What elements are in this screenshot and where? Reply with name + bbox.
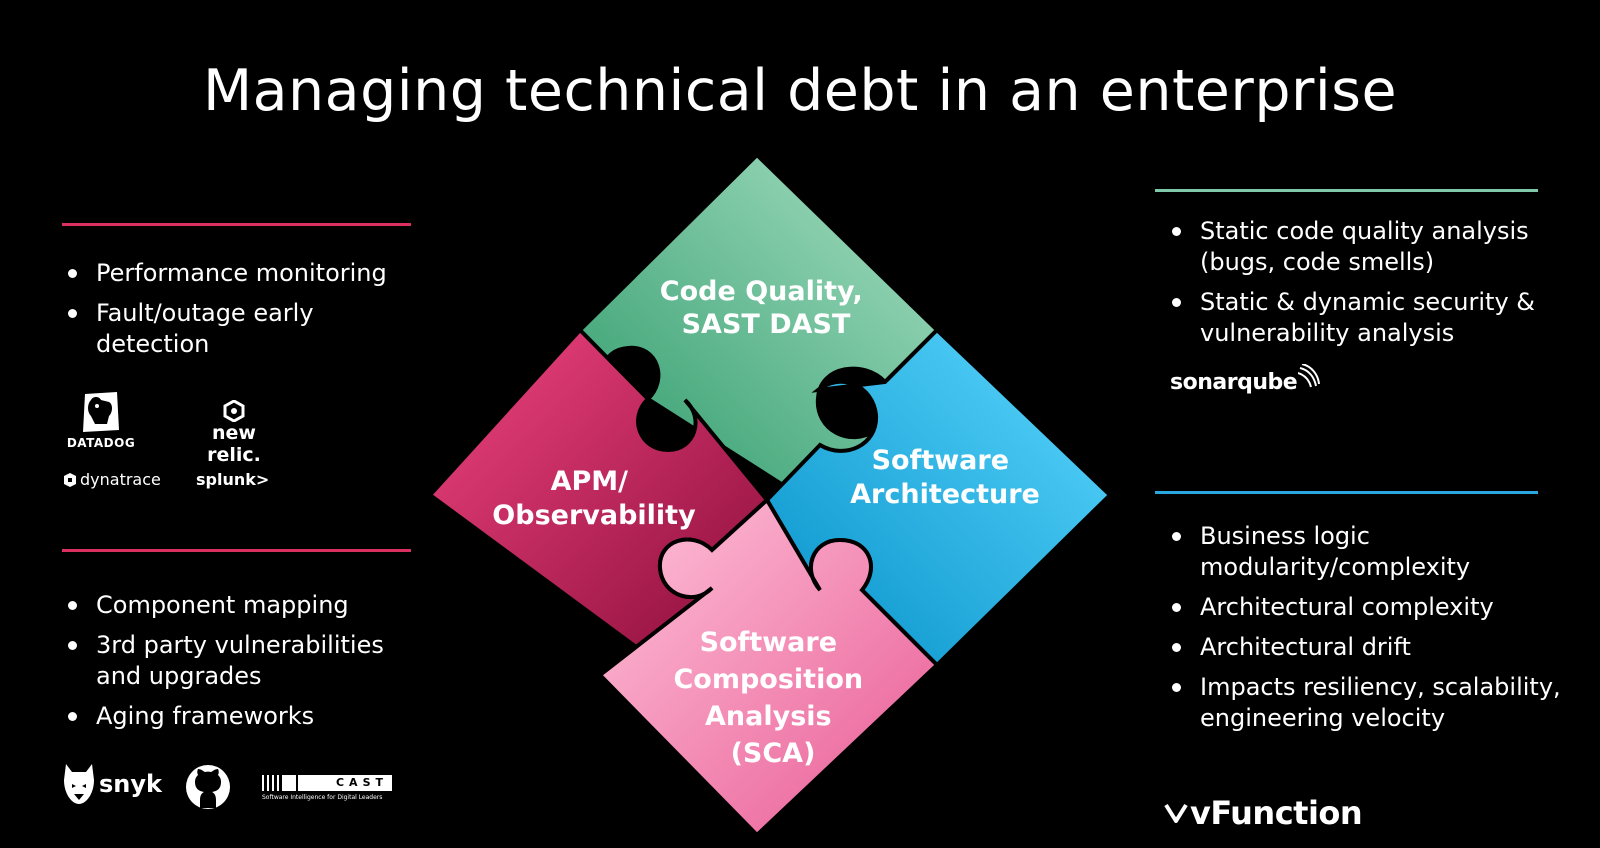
datadog-dog-icon: [83, 392, 119, 432]
bullet-static-code-quality: Static code quality analysis (bugs, code…: [1166, 216, 1566, 278]
left-bottom-rule: [62, 549, 411, 552]
bullet-architectural-drift: Architectural drift: [1166, 632, 1566, 663]
left-bottom-bullets: Component mapping 3rd party vulnerabilit…: [62, 590, 412, 741]
bullet-architectural-complexity: Architectural complexity: [1166, 592, 1566, 623]
left-top-bullets: Performance monitoring Fault/outage earl…: [62, 258, 412, 369]
bullet-fault-detection: Fault/outage early detection: [62, 298, 412, 360]
left-top-rule: [62, 223, 411, 226]
bullet-impacts-resiliency: Impacts resiliency, scalability, enginee…: [1166, 672, 1566, 734]
vfunction-logo: vFunction: [1164, 794, 1363, 832]
slide-title: Managing technical debt in an enterprise: [202, 58, 1398, 124]
sca-label-line2: Composition: [673, 664, 863, 695]
apm-label-line2: Observability: [492, 500, 696, 531]
bullet-3rd-party-vulnerabilities: 3rd party vulnerabilities and upgrades: [62, 630, 412, 692]
sca-label-line3: Analysis: [705, 701, 832, 732]
sca-label-line1: Software: [700, 627, 837, 658]
github-octocat-icon: [186, 765, 230, 809]
sca-piece: [596, 496, 940, 838]
snyk-logo-text: snyk: [99, 770, 162, 798]
new-relic-logo-text: new relic.: [207, 422, 261, 466]
right-bottom-rule: [1155, 491, 1538, 494]
datadog-logo-text: DATADOG: [66, 436, 136, 450]
dynatrace-icon: [64, 472, 76, 487]
splunk-logo-text: splunk>: [196, 470, 270, 489]
cast-logo: CAST Software Intelligence for Digital L…: [262, 774, 392, 801]
sonarqube-logo-text: sonarqube: [1170, 370, 1298, 395]
bullet-aging-frameworks: Aging frameworks: [62, 701, 412, 732]
software-architecture-label: Software Architecture: [850, 445, 1040, 510]
datadog-logo: DATADOG: [66, 390, 136, 450]
right-bottom-bullets: Business logic modularity/complexity Arc…: [1166, 521, 1566, 743]
apm-label: APM/ Observability: [492, 466, 696, 531]
bullet-business-logic: Business logic modularity/complexity: [1166, 521, 1566, 583]
new-relic-logo: new relic.: [184, 399, 284, 466]
software-architecture-label-line2: Architecture: [850, 479, 1040, 510]
dynatrace-logo-text: dynatrace: [80, 470, 161, 489]
code-quality-label-line2: SAST DAST: [682, 309, 851, 340]
snyk-dog-icon: [64, 764, 94, 804]
github-logo: [185, 764, 231, 814]
cast-logo-text: CAST: [298, 775, 392, 791]
right-top-rule: [1155, 189, 1538, 192]
bullet-security-analysis: Static & dynamic security & vulnerabilit…: [1166, 287, 1566, 349]
snyk-logo: snyk: [62, 762, 162, 806]
vfunction-logo-text: vFunction: [1190, 794, 1363, 832]
sca-label: Software Composition Analysis (SCA): [673, 627, 872, 769]
sonarqube-waves-icon: [1298, 364, 1321, 388]
code-quality-label-line1: Code Quality,: [660, 276, 863, 307]
dynatrace-logo: dynatrace: [62, 470, 161, 489]
code-quality-label: Code Quality, SAST DAST: [660, 276, 872, 340]
new-relic-hex-icon: [223, 399, 245, 423]
splunk-logo: splunk>: [196, 470, 269, 489]
apm-label-line1: APM/: [551, 466, 629, 497]
sonarqube-logo: sonarqube: [1170, 364, 1321, 395]
vfunction-v-icon: [1164, 803, 1188, 823]
right-top-bullets: Static code quality analysis (bugs, code…: [1166, 216, 1566, 358]
cast-tagline: Software Intelligence for Digital Leader…: [262, 794, 383, 801]
software-architecture-label-line1: Software: [872, 445, 1009, 476]
bullet-performance-monitoring: Performance monitoring: [62, 258, 412, 289]
bullet-component-mapping: Component mapping: [62, 590, 412, 621]
sca-label-line4: (SCA): [731, 738, 816, 769]
